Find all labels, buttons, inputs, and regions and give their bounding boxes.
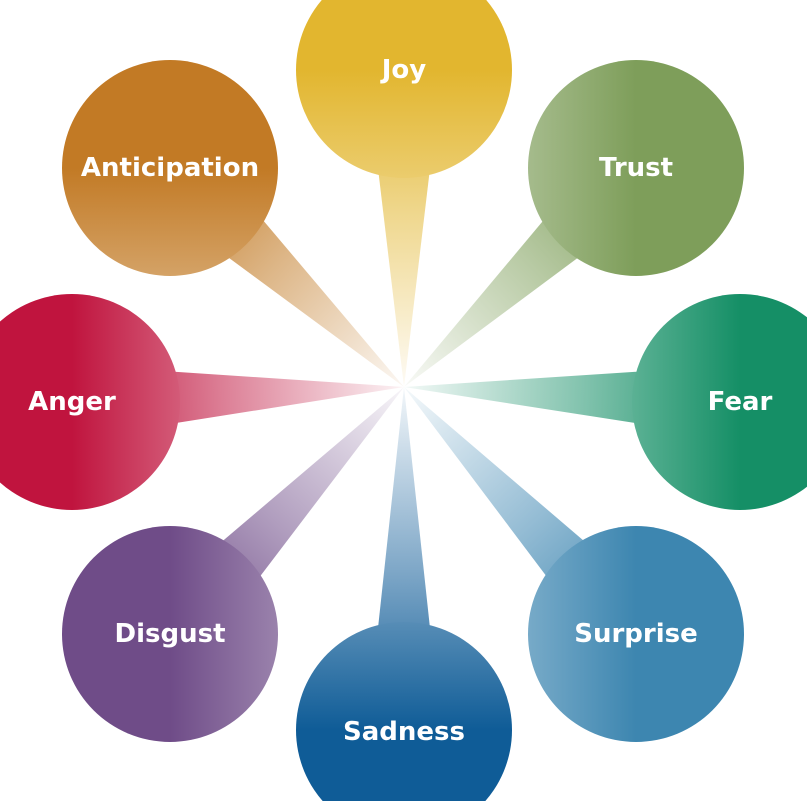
petal-bubble-joy: [296, 0, 512, 178]
petal-surprise: Surprise: [404, 387, 744, 742]
petal-bubble-fear: [632, 294, 807, 510]
petal-stem-fear: [404, 369, 677, 430]
petal-anger: Anger: [0, 294, 404, 510]
petal-bubble-disgust: [62, 526, 278, 742]
label-sadness: Sadness: [343, 717, 465, 747]
label-disgust: Disgust: [115, 619, 226, 649]
petal-stem-surprise: [404, 387, 614, 608]
label-joy: Joy: [380, 55, 427, 85]
petal-joy: Joy: [296, 0, 512, 387]
petal-stem-disgust: [192, 387, 404, 608]
label-fear: Fear: [708, 387, 773, 417]
label-anticipation: Anticipation: [81, 153, 259, 183]
petal-bubble-anticipation: [62, 60, 278, 276]
label-trust: Trust: [599, 153, 673, 183]
petal-bubble-sadness: [296, 622, 512, 801]
petal-trust: Trust: [404, 60, 744, 387]
petal-fear: Fear: [404, 294, 807, 510]
petal-sadness: Sadness: [296, 387, 512, 801]
petal-stem-anger: [135, 369, 404, 430]
petal-stem-sadness: [374, 387, 434, 666]
petal-anticipation: Anticipation: [62, 60, 404, 387]
label-surprise: Surprise: [574, 619, 698, 649]
petal-bubble-anger: [0, 294, 180, 510]
petal-stem-joy: [374, 134, 434, 387]
label-anger: Anger: [28, 387, 116, 417]
petal-bubble-surprise: [528, 526, 744, 742]
petal-bubble-trust: [528, 60, 744, 276]
petal-disgust: Disgust: [62, 387, 404, 742]
